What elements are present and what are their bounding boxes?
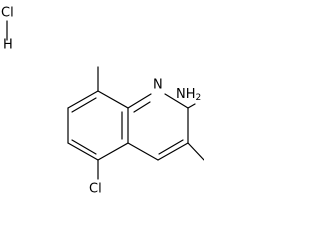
hydrochloride-salt: Cl H (1, 6, 14, 53)
c3-methyl-bond (187, 142, 204, 161)
chloro-label: Cl (89, 182, 102, 197)
bond-c4-c4a (127, 142, 159, 161)
ring-nitrogen-label: N (153, 78, 163, 93)
atom-labels: N NH2 Cl (89, 78, 201, 197)
bond-c3-c4-inner (158, 139, 184, 155)
c2-amine-bond (187, 103, 196, 109)
amine-nh-text: NH (176, 87, 196, 102)
bond-c8-c7 (67, 90, 99, 109)
amine-subscript: 2 (196, 93, 202, 103)
bond-c7-c8-inner (71, 97, 97, 113)
bond-c5-c6-inner (71, 139, 97, 155)
bond-c5-c4a (97, 142, 129, 161)
salt-chlorine-label: Cl (1, 6, 14, 21)
bond-c8a-n1 (127, 93, 152, 109)
salt-hydrogen-label: H (3, 38, 13, 53)
amine-label: NH2 (176, 87, 201, 104)
bond-n1-c2 (164, 93, 189, 109)
quinoline-skeleton (67, 66, 204, 180)
bond-c6-c5 (67, 142, 99, 161)
bond-n1-c8a-inner (133, 101, 151, 113)
chemical-structure: Cl H N NH2 Cl (1, 6, 204, 197)
bond-c3-c4 (157, 142, 189, 161)
bond-c8a-c8 (97, 90, 129, 109)
